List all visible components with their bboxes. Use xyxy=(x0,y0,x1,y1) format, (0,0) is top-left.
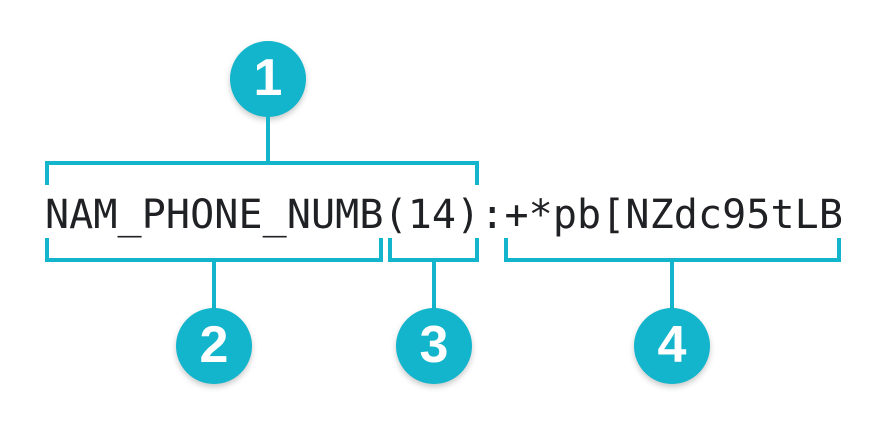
bracket-field-name xyxy=(45,238,383,262)
bracket-field-name-and-length xyxy=(45,161,479,185)
callout-4-badge: 4 xyxy=(634,308,710,384)
segment-length: (14) xyxy=(383,192,481,238)
callout-3-connector xyxy=(432,262,436,309)
bracket-length xyxy=(388,238,479,262)
callout-3-badge: 3 xyxy=(396,308,472,384)
segment-separator: : xyxy=(480,192,505,238)
callout-2-badge: 2 xyxy=(176,308,252,384)
callout-4-connector xyxy=(670,262,674,309)
callout-1-number: 1 xyxy=(253,49,283,107)
callout-1-connector xyxy=(266,113,270,161)
callout-3-number: 3 xyxy=(419,316,449,374)
bracket-value xyxy=(504,238,841,262)
callout-2-connector xyxy=(212,262,216,309)
segment-field-name: NAM_PHONE_NUMB xyxy=(45,192,384,238)
segment-value: +*pb[NZdc95tLB xyxy=(504,192,844,238)
callout-2-number: 2 xyxy=(199,316,229,374)
callout-1-badge: 1 xyxy=(230,41,306,117)
callout-4-number: 4 xyxy=(657,316,687,374)
annotated-string: NAM_PHONE_NUMB(14):+*pb[NZdc95tLB xyxy=(45,190,843,240)
